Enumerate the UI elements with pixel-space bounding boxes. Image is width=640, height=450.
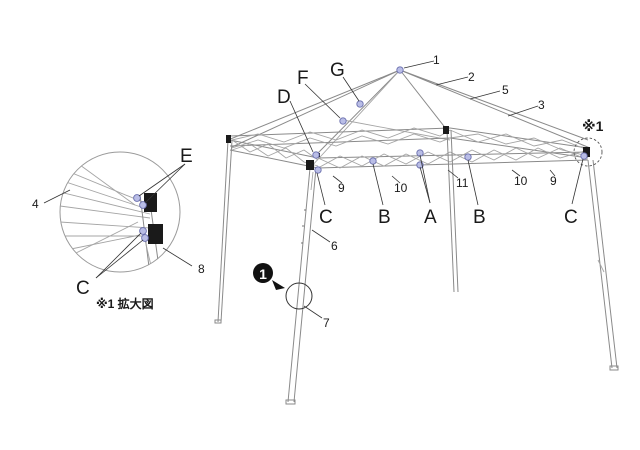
callout-letters: G F D C B A B C: [277, 60, 578, 228]
part-3: 3: [538, 98, 545, 112]
detail-enlarged-view: E C 4 8 ※1 拡大図: [32, 146, 205, 311]
detail-part-4: 4: [32, 197, 39, 211]
roof-rafters: [227, 69, 591, 169]
callout-g: G: [330, 60, 345, 81]
detail-marker-label: ※1: [582, 118, 604, 134]
part-9-left: 9: [338, 181, 345, 195]
part-5: 5: [502, 83, 509, 97]
leader-lines: [289, 60, 584, 319]
callout-c-right: C: [564, 207, 578, 228]
callout-b-left: B: [378, 207, 391, 228]
tent-legs: [214, 129, 619, 405]
detail-callout-e: E: [180, 146, 193, 167]
part-2: 2: [468, 70, 475, 84]
joint-dot-b1: [369, 157, 377, 165]
callout-f: F: [297, 68, 309, 89]
detail-callout-c: C: [76, 278, 90, 299]
joint-dot-d: [312, 151, 320, 159]
joint-dot-c-left: [314, 166, 322, 174]
joint-dot-g: [356, 100, 364, 108]
detail-caption: ※1 拡大図: [96, 296, 154, 311]
part-9-right: 9: [550, 174, 557, 188]
part-numbers: 1 2 5 3 9 10 11 10 9 6 7: [323, 53, 557, 330]
part-10-left: 10: [394, 181, 408, 195]
joint-dot-b2: [464, 153, 472, 161]
part-7: 7: [323, 316, 330, 330]
joint-dot-f: [339, 117, 347, 125]
scissor-frame: [229, 127, 589, 169]
step-marker: 1: [253, 263, 285, 290]
detail-marker-circle: [573, 137, 603, 167]
callout-d: D: [277, 87, 291, 108]
callout-b-right: B: [473, 207, 486, 228]
step-marker-number: 1: [259, 266, 267, 282]
part-1: 1: [433, 53, 440, 67]
part-11: 11: [456, 176, 469, 190]
joint-dot-c-right: [580, 152, 588, 160]
detail-part-8: 8: [198, 262, 205, 276]
part-6: 6: [331, 239, 338, 253]
leg-highlight-circle: [285, 282, 313, 310]
joint-dot-1: [396, 66, 404, 74]
callout-a: A: [424, 207, 437, 228]
part-10-right: 10: [514, 174, 528, 188]
callout-c-front: C: [319, 207, 333, 228]
